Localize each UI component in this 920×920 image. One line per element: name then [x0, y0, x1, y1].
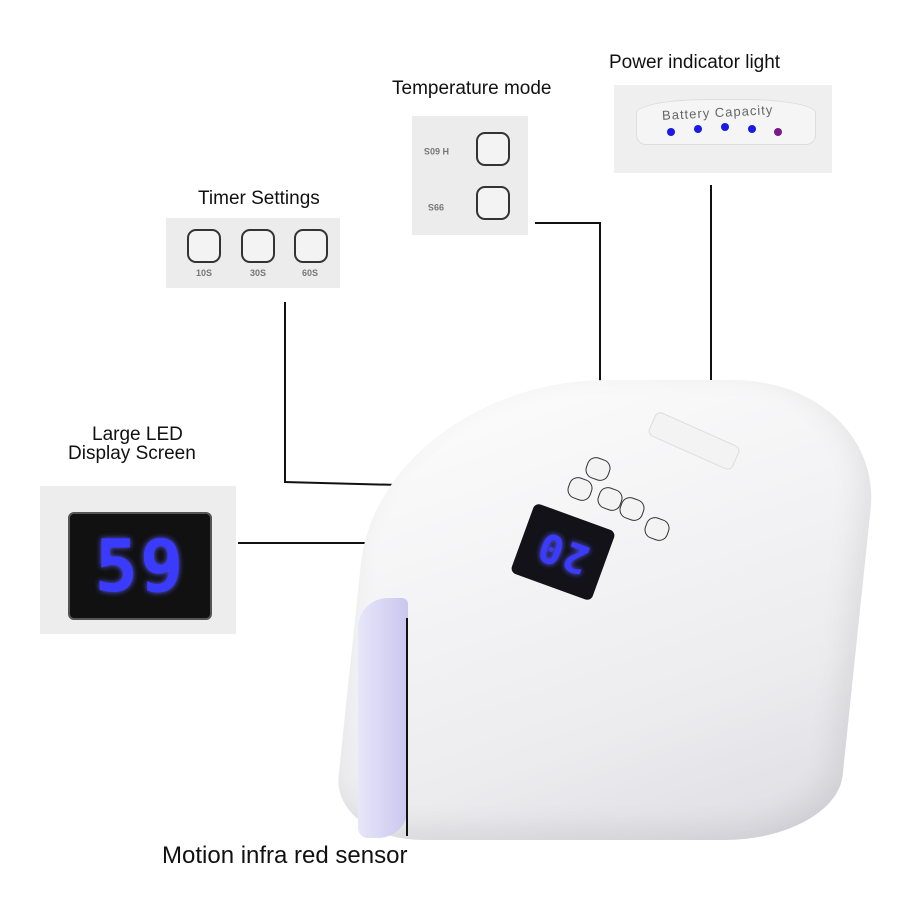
temp-low-button[interactable] [476, 186, 510, 220]
power-indicator-label: Power indicator light [609, 52, 781, 73]
timer-10s-button[interactable] [187, 229, 221, 263]
temp-high-label: H 60S [424, 146, 450, 156]
temp-low-label: 99S [428, 202, 445, 212]
timer-30s-button[interactable] [241, 229, 275, 263]
timer-leader-v [284, 302, 286, 482]
led-display-panel: 59 [40, 486, 236, 634]
lamp-opening [358, 598, 408, 838]
temperature-leader-h [535, 222, 601, 224]
battery-dot-2 [694, 125, 702, 133]
led-display-screen: 59 [68, 512, 212, 620]
timer-60s-label: 60S [302, 268, 319, 278]
led-display-label-1: Large LED [92, 424, 183, 445]
battery-dot-1 [667, 128, 675, 136]
timer-30s-label: 30S [250, 268, 267, 278]
motion-sensor-label: Motion infra red sensor [162, 842, 408, 869]
timer-settings-panel: 10S 30S 60S [166, 218, 340, 288]
temp-high-button[interactable] [476, 132, 510, 166]
battery-dot-3 [721, 123, 729, 131]
battery-capacity-plate [636, 99, 816, 145]
led-display-digits: 59 [94, 524, 186, 608]
timer-60s-button[interactable] [294, 229, 328, 263]
temperature-mode-panel: H 60S 99S [412, 116, 528, 235]
timer-10s-label: 10S [196, 268, 213, 278]
battery-dot-5 [774, 128, 782, 136]
temperature-leader-v [599, 222, 601, 467]
motion-sensor-leader [406, 618, 408, 836]
nail-lamp-body [331, 380, 885, 840]
battery-capacity-panel: Battery Capacity [614, 85, 832, 173]
timer-settings-label: Timer Settings [198, 188, 320, 209]
power-indicator-leader [710, 185, 712, 437]
lamp-display-digits: 20 [530, 521, 596, 583]
led-display-label-2: Display Screen [68, 443, 196, 464]
battery-dot-4 [748, 125, 756, 133]
temperature-mode-label: Temperature mode [392, 78, 552, 99]
